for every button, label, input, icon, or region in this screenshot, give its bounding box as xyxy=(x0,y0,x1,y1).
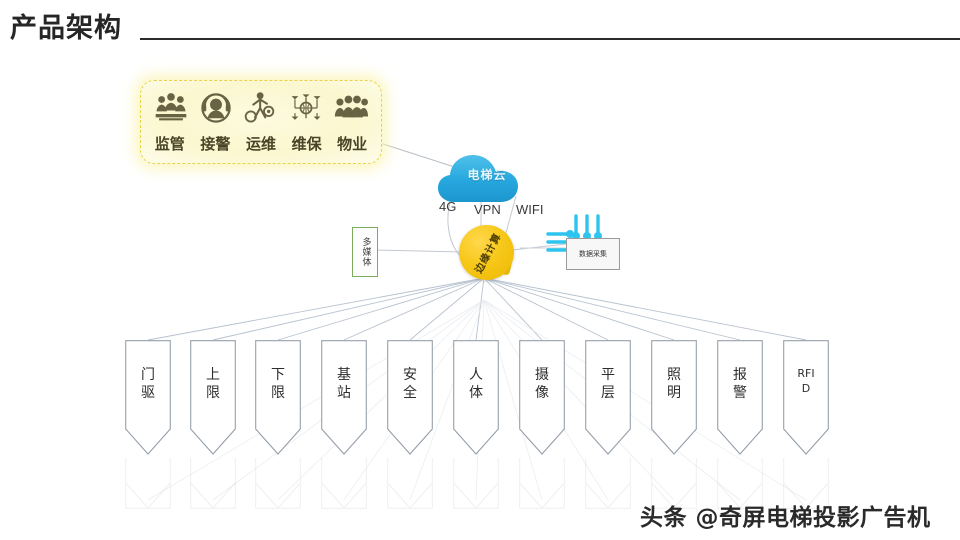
device-label: 人体 xyxy=(469,367,483,401)
headset-operator-icon xyxy=(201,93,231,123)
device-label: 照明 xyxy=(667,367,681,401)
device-pentagon-reflection xyxy=(125,457,171,509)
edge-computing-node[interactable] xyxy=(459,225,514,280)
device-label: 安全 xyxy=(403,367,417,401)
role-label-operations: 运维 xyxy=(245,134,276,153)
role-label-alarm-reception: 接警 xyxy=(200,134,231,153)
data-collection-label: 数据采集 xyxy=(579,250,607,258)
device-pentagon-reflection xyxy=(519,457,565,509)
pentagon-outline xyxy=(321,340,367,455)
link-label-wifi: WIFI xyxy=(516,202,544,217)
pentagon-outline xyxy=(453,340,499,455)
data-collection-box: 数据采集 xyxy=(566,238,620,270)
device-pentagon[interactable]: 摄像 xyxy=(519,340,565,455)
pentagon-outline xyxy=(783,340,829,455)
role-label-supervision: 监管 xyxy=(154,134,185,153)
edge-node-label-wrap: 边缘计算 xyxy=(459,225,514,280)
device-pentagon-reflection xyxy=(387,457,433,509)
title-underline xyxy=(140,38,960,40)
pentagon-outline xyxy=(190,340,236,455)
device-label: 门驱 xyxy=(141,367,155,401)
device-pentagon[interactable]: 下限 xyxy=(255,340,301,455)
device-pentagon-reflection xyxy=(255,457,301,509)
person-gear-icon xyxy=(244,92,275,123)
data-collection-unit[interactable]: 数据采集 xyxy=(546,214,620,270)
elevator-cloud-icon[interactable] xyxy=(432,152,542,206)
property-group-icon xyxy=(334,95,368,118)
roles-label-row: 监管 接警 运维 维保 物业 xyxy=(141,129,381,157)
device-label: 报警 xyxy=(733,367,747,401)
link-label-vpn: VPN xyxy=(474,202,501,217)
device-pentagon[interactable]: 上限 xyxy=(190,340,236,455)
device-label: 下限 xyxy=(271,367,285,401)
device-pentagon[interactable]: 基站 xyxy=(321,340,367,455)
device-pentagon[interactable]: 报警 xyxy=(717,340,763,455)
device-pentagon[interactable]: 人体 xyxy=(453,340,499,455)
role-label-property: 物业 xyxy=(337,134,368,153)
device-pentagon-reflection xyxy=(585,457,631,509)
role-label-maintenance: 维保 xyxy=(291,134,322,153)
device-label: 基站 xyxy=(337,367,351,401)
supervision-people-icon xyxy=(156,93,187,121)
device-pentagon-reflection xyxy=(321,457,367,509)
multimedia-box[interactable]: 多媒体 xyxy=(352,227,378,277)
device-pentagon[interactable]: 平层 xyxy=(585,340,631,455)
device-label: 摄像 xyxy=(535,367,549,401)
edge-node-label: 边缘计算 xyxy=(473,231,504,276)
cloud-label: 电梯云 xyxy=(467,168,507,182)
device-label: 上限 xyxy=(206,367,220,401)
device-pentagon-reflection xyxy=(717,457,763,509)
pentagon-outline xyxy=(387,340,433,455)
pentagon-outline xyxy=(519,340,565,455)
device-pentagon-reflection xyxy=(190,457,236,509)
pentagon-outline xyxy=(585,340,631,455)
pentagon-outline xyxy=(717,340,763,455)
device-pentagon-reflection xyxy=(783,457,829,509)
pentagon-outline xyxy=(255,340,301,455)
device-pentagon[interactable]: 安全 xyxy=(387,340,433,455)
device-pentagon[interactable]: 照明 xyxy=(651,340,697,455)
roles-icon-row xyxy=(141,87,381,129)
multimedia-label: 多媒体 xyxy=(360,237,371,267)
device-pentagon[interactable]: 门驱 xyxy=(125,340,171,455)
device-label: 平层 xyxy=(601,367,615,401)
stakeholder-roles-box[interactable]: 监管 接警 运维 维保 物业 xyxy=(140,80,382,164)
device-pentagon-reflection xyxy=(453,457,499,509)
device-pentagon-reflection xyxy=(651,457,697,509)
watermark: 头条 @奇屏电梯投影广告机 xyxy=(640,505,931,531)
link-label-4g: 4G xyxy=(439,199,457,214)
network-nodes-icon xyxy=(291,94,321,120)
pentagon-outline xyxy=(125,340,171,455)
pentagon-outline xyxy=(651,340,697,455)
page-title: 产品架构 xyxy=(10,13,122,44)
